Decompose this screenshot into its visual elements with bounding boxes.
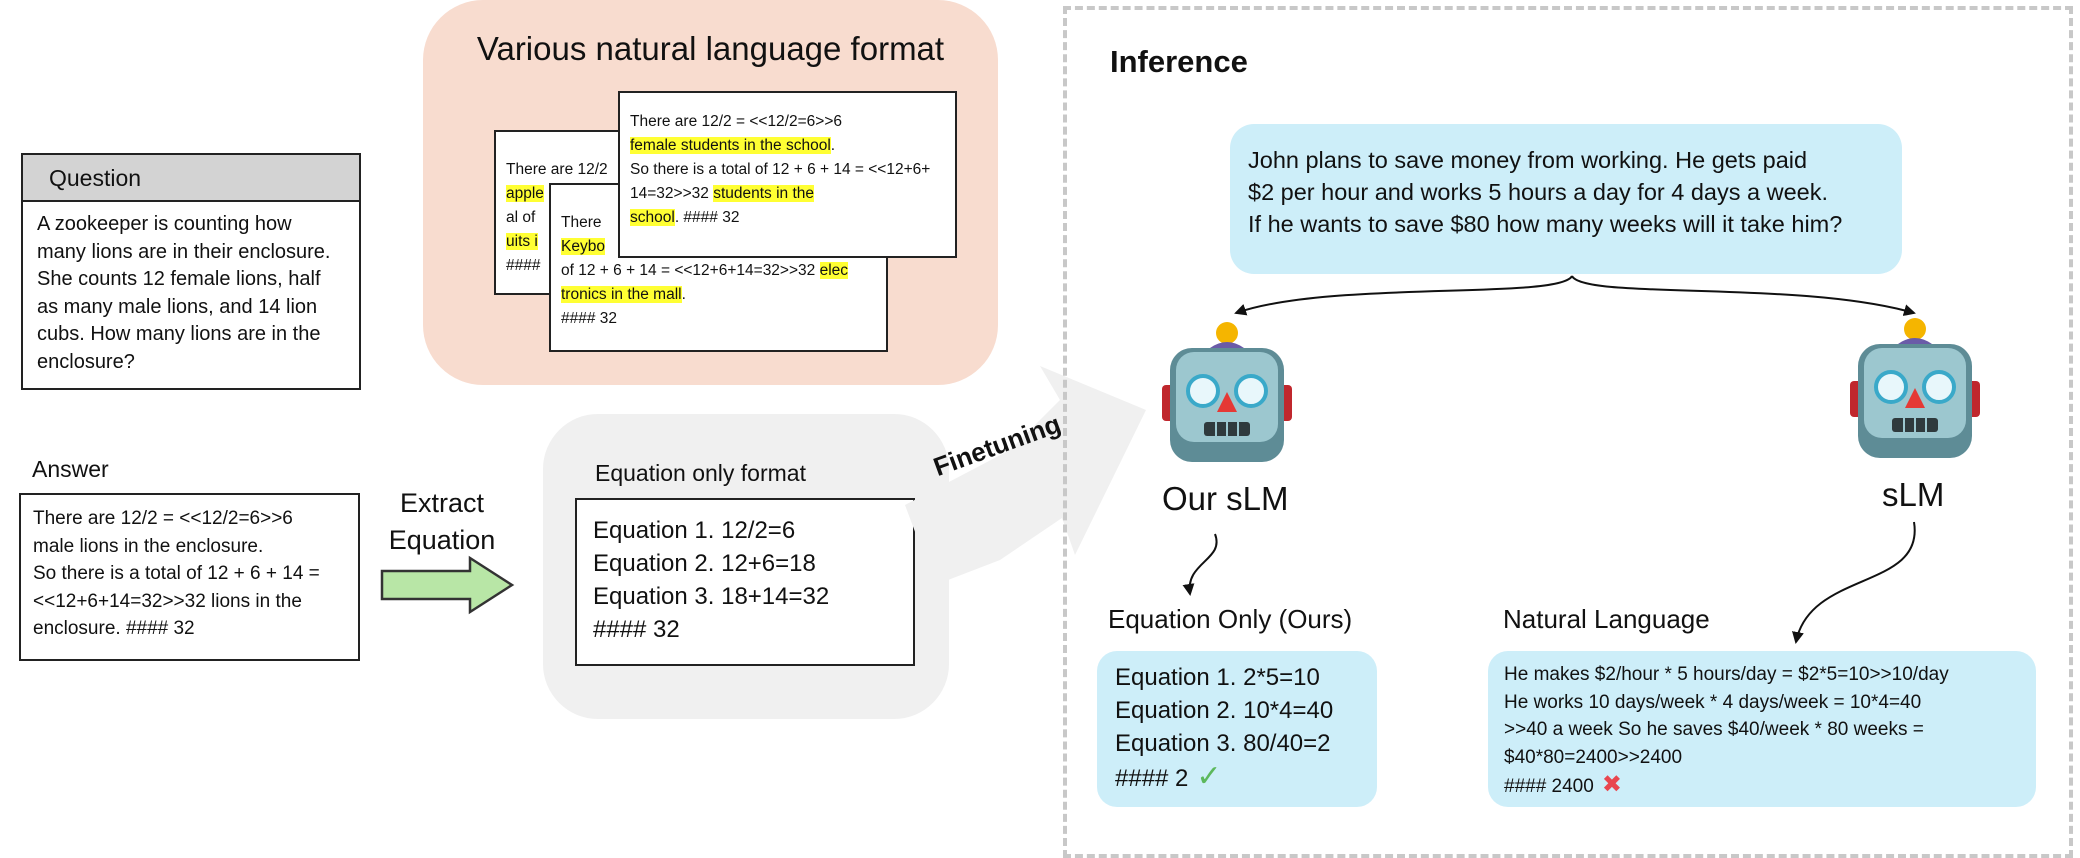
eq-format-label: Equation only format [595, 460, 806, 486]
nl-final-row: #### 2400 ✖ [1504, 771, 2020, 801]
card-line: There are 12/2 [506, 161, 608, 178]
eq-only-line: Equation 3. 80/40=2 [1115, 730, 1331, 757]
nl-format-title: Various natural language format [476, 30, 945, 67]
nl-line: $40*80=2400>>2400 [1504, 746, 1683, 768]
card-line: So there is a total of 12 + 6 + 14 = <<1… [630, 161, 931, 178]
problem-line: $2 per hour and works 5 hours a day for … [1248, 179, 1828, 205]
card-line: #### [506, 257, 541, 274]
eq-only-line: Equation 1. 2*5=10 [1115, 664, 1320, 691]
answer-line: male lions in the enclosure. [33, 535, 264, 557]
answer-line: So there is a total of 12 + 6 + 14 = [33, 563, 320, 584]
extract-line: Extract [399, 488, 485, 518]
card-highlight: female students in the school [630, 137, 831, 154]
eq-only-final: #### 2 [1115, 765, 1189, 792]
check-icon: ✓ [1196, 760, 1222, 793]
nl-card-front: There are 12/2 = <<12/2=6>>6 female stud… [618, 91, 957, 258]
question-line: A zookeeper is counting how [37, 213, 292, 235]
nl-final: #### 2400 [1504, 776, 1594, 797]
question-line: enclosure? [37, 350, 135, 373]
eq-line: #### 32 [593, 616, 680, 643]
natural-language-output-box: He makes $2/hour * 5 hours/day = $2*5=10… [1488, 651, 2036, 807]
card-line: #### 32 [561, 310, 618, 327]
question-line: She counts 12 female lions, half [37, 268, 321, 290]
eq-line: Equation 2. 12+6=18 [593, 550, 816, 577]
eq-only-label: Equation Only (Ours) [1108, 604, 1353, 634]
eq-format-box: Equation 1. 12/2=6 Equation 2. 12+6=18 E… [575, 498, 915, 666]
card-highlight: elec [819, 262, 849, 279]
question-line: as many male lions, and 14 lion [37, 295, 318, 318]
card-highlight: students in the [713, 185, 815, 202]
extract-equation-label: Extract Equation [382, 485, 502, 559]
eq-only-final-row: #### 2 ✓ [1115, 760, 1359, 795]
nl-line: >>40 a week So he saves $40/week * 80 we… [1504, 719, 1924, 740]
card-line: There are 12/2 = <<12/2=6>>6 [630, 113, 843, 130]
answer-line: <<12+6+14=32>>32 lions in the [33, 590, 302, 612]
extract-line: Equation [388, 525, 496, 555]
card-highlight: Keybo [561, 238, 605, 255]
eq-line: Equation 3. 18+14=32 [593, 583, 830, 610]
problem-line: John plans to save money from working. H… [1248, 147, 1808, 173]
card-line: al of [506, 209, 536, 226]
eq-only-output-box: Equation 1. 2*5=10 Equation 2. 10*4=40 E… [1097, 651, 1377, 807]
inference-frame [1063, 6, 2073, 858]
our-slm-robot-icon [1162, 322, 1292, 462]
answer-box: There are 12/2 = <<12/2=6>>6 male lions … [19, 493, 360, 661]
card-highlight: school [630, 209, 675, 226]
answer-line: There are 12/2 = <<12/2=6>>6 [33, 508, 293, 529]
card-line: There [561, 214, 602, 231]
card-highlight: tronics in the mall [561, 286, 682, 303]
baseline-slm-label: sLM [1882, 476, 1945, 513]
eq-only-line: Equation 2. 10*4=40 [1115, 697, 1334, 724]
answer-line: enclosure. #### 32 [33, 618, 195, 639]
problem-box: John plans to save money from working. H… [1230, 124, 1902, 274]
card-text: of 12 + 6 + 14 = <<12+6+14=32>>32 [561, 262, 820, 279]
extract-arrow-icon [380, 555, 515, 615]
baseline-slm-robot-icon [1850, 318, 1980, 458]
question-line: many lions are in their enclosure. [37, 240, 331, 263]
nl-line: He makes $2/hour * 5 hours/day = $2*5=10… [1504, 664, 1949, 685]
question-text: A zookeeper is counting how many lions a… [23, 202, 359, 385]
problem-line: If he wants to save $80 how many weeks w… [1248, 211, 1843, 237]
card-text: . [830, 137, 836, 154]
question-line: cubs. How many lions are in the [37, 323, 321, 345]
nl-line: He works 10 days/week * 4 days/week = 10… [1504, 691, 1922, 713]
card-highlight: uits i [506, 233, 538, 250]
natural-language-label: Natural Language [1503, 604, 1710, 634]
card-highlight: apple [506, 185, 544, 202]
eq-line: Equation 1. 12/2=6 [593, 517, 796, 544]
answer-label: Answer [32, 456, 109, 482]
card-text: . [681, 286, 686, 303]
question-box: Question A zookeeper is counting how man… [21, 153, 361, 390]
question-header: Question [23, 155, 359, 202]
card-text: . #### 32 [674, 209, 740, 226]
inference-title: Inference [1110, 44, 1248, 79]
card-text: 14=32>>32 [630, 185, 714, 202]
our-slm-label: Our sLM [1162, 480, 1289, 517]
cross-icon: ✖ [1601, 771, 1622, 798]
